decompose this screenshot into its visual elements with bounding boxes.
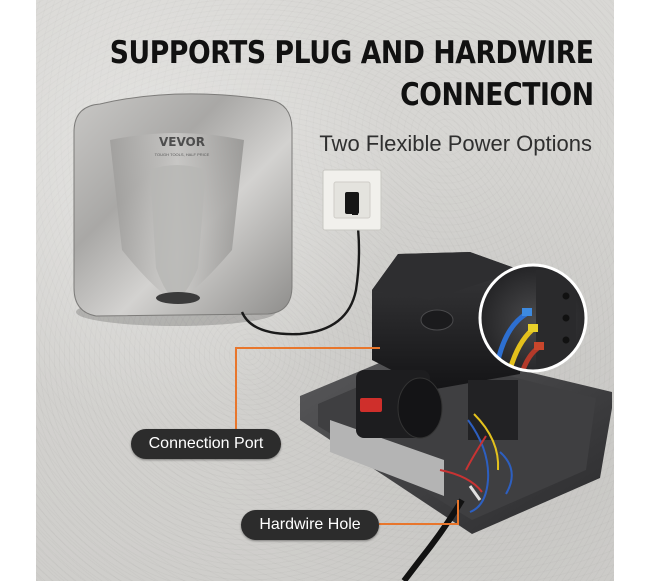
hardwire-hole-leader-line — [379, 500, 459, 525]
dryer-internals — [300, 252, 612, 581]
headline-line-1: SUPPORTS PLUG AND HARDWIRE — [110, 35, 594, 71]
hardwire-cable — [401, 498, 465, 581]
headline-line-2: CONNECTION — [400, 77, 595, 113]
hand-dryer: VEVOR TOUGH TOOLS, HALF PRICE — [73, 93, 293, 326]
brand-tagline: TOUGH TOOLS, HALF PRICE — [155, 152, 210, 157]
hardwire-hole-label: Hardwire Hole — [241, 510, 379, 540]
power-cord — [240, 211, 361, 336]
wall-outlet — [322, 169, 382, 231]
subheadline: Two Flexible Power Options — [319, 131, 592, 156]
brand-logo: VEVOR — [159, 135, 205, 149]
headline: SUPPORTS PLUG AND HARDWIRE CONNECTION — [110, 32, 594, 116]
terminal-zoom-inset — [478, 263, 588, 373]
connection-port-label: Connection Port — [131, 429, 281, 459]
